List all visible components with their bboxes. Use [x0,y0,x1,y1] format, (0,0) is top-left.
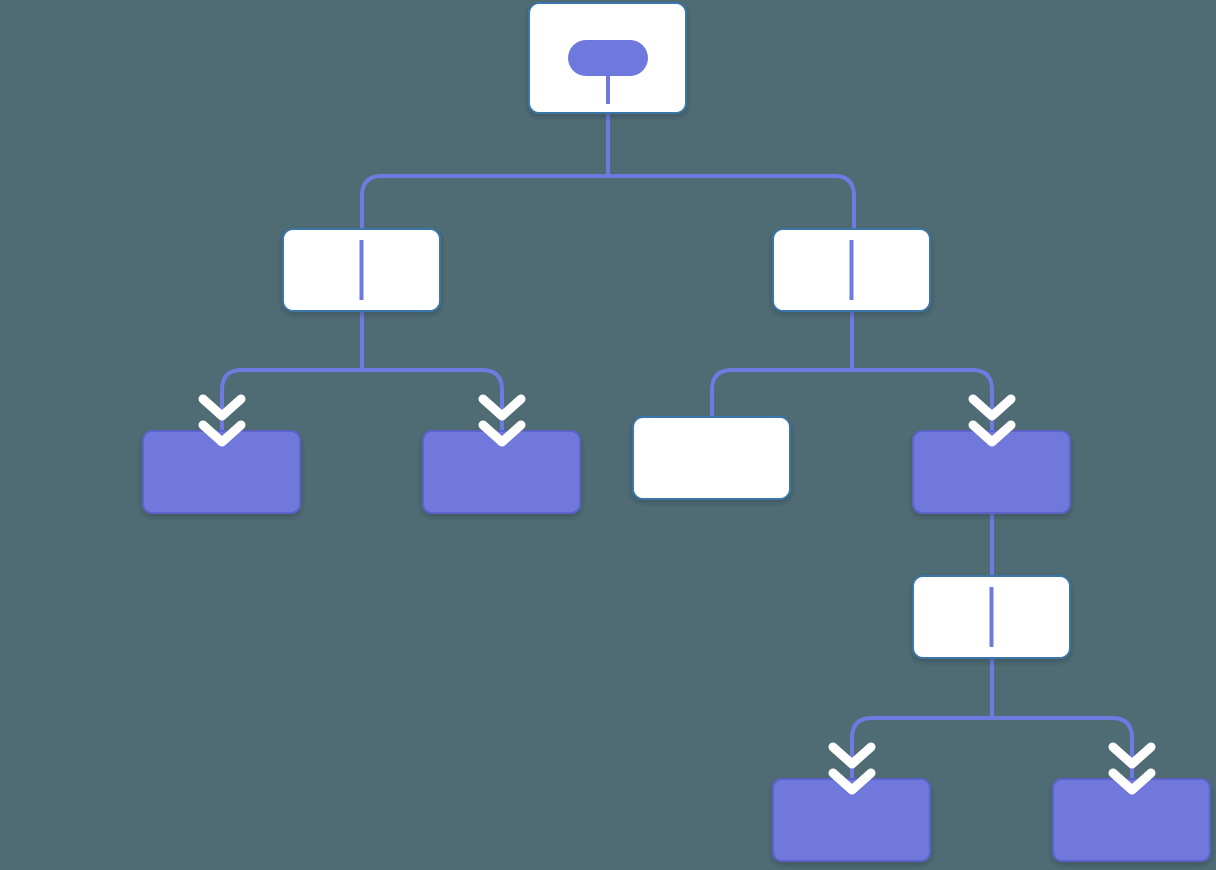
chevron-down-icon [478,420,526,447]
chevron-down-icon [828,742,876,769]
level4-right-node[interactable] [1052,778,1211,862]
edge-level2-right-bus[interactable] [710,368,994,430]
node-surface-white [632,416,791,500]
chevron-down-icon [968,394,1016,421]
node-surface-purple [912,430,1071,514]
level4-left-node[interactable] [772,778,931,862]
root-node[interactable] [528,2,687,114]
chevron-down-icon [478,394,526,421]
edge-level4-bus[interactable] [850,716,1134,778]
edge-level2-left-bus[interactable] [220,368,504,430]
level2-node-b[interactable] [422,430,581,514]
node-surface-purple [142,430,301,514]
arrow-into-node-l4right [1108,742,1156,795]
arrow-into-node-l4left [828,742,876,795]
edge-level1-bus[interactable] [360,174,856,228]
root-pill-badge[interactable] [568,40,648,76]
node-surface-purple [1052,778,1211,862]
node-surface-purple [772,778,931,862]
node-layer [142,2,1211,862]
chevron-down-icon [828,768,876,795]
chevron-down-icon [198,394,246,421]
level3-middle-node[interactable] [912,575,1071,659]
chevron-down-icon [198,420,246,447]
node-surface-purple [422,430,581,514]
chevron-down-icon [1108,768,1156,795]
level2-node-a[interactable] [142,430,301,514]
arrow-into-node-b [478,394,526,447]
level2-node-c[interactable] [632,416,791,500]
level1-right-node[interactable] [772,228,931,312]
arrow-into-node-d [968,394,1016,447]
level1-left-node[interactable] [282,228,441,312]
level2-node-d[interactable] [912,430,1071,514]
chevron-down-icon [1108,742,1156,769]
chevron-down-icon [968,420,1016,447]
arrow-layer [198,394,1156,795]
arrow-into-node-a [198,394,246,447]
